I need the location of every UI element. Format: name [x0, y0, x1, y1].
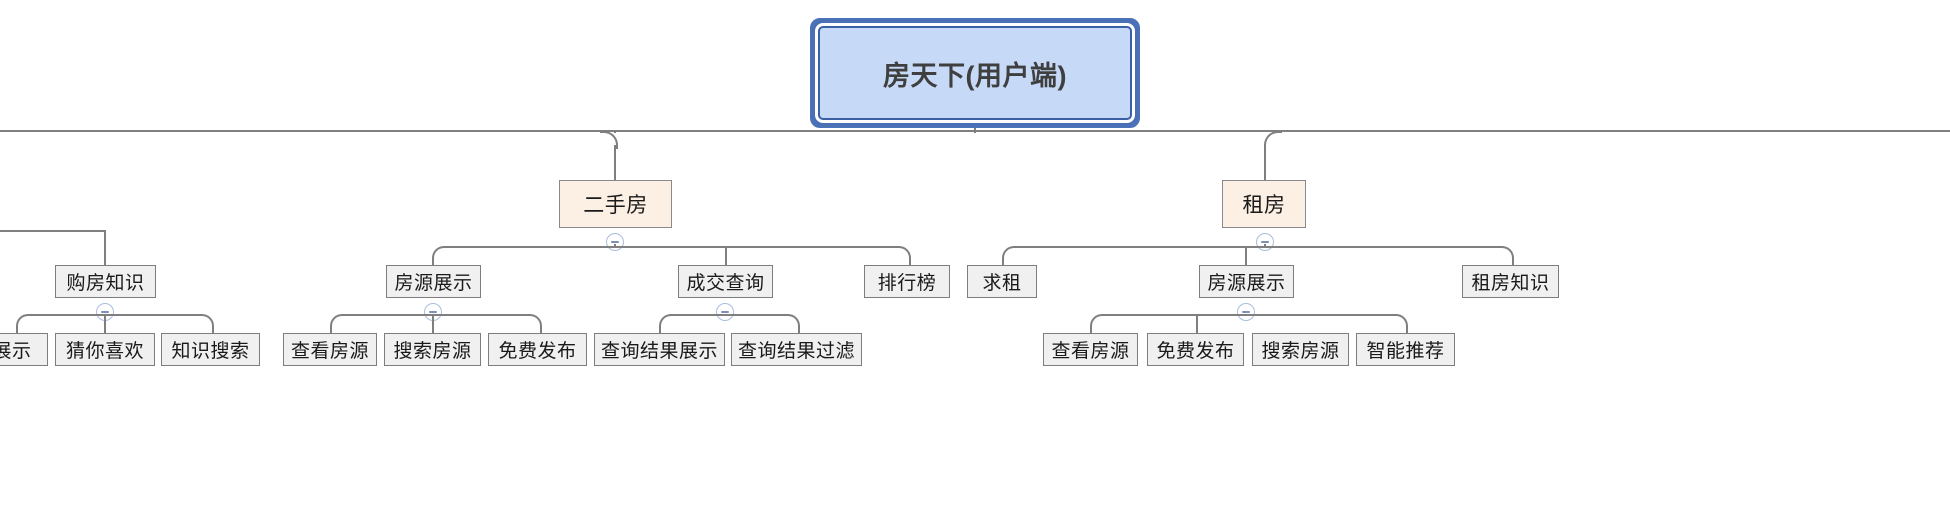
edge-stem-fangyuanzhanshi-2: [1245, 246, 1247, 266]
edge-stem-ershoufang: [614, 145, 616, 180]
bracket-fangyuanzhanshi-ershou-children: [330, 314, 542, 336]
node-chengjiaochaxun-label: 成交查询: [686, 273, 765, 294]
collapse-minus-icon: [721, 311, 729, 313]
collapse-toggle-chengjiaochaxun[interactable]: [716, 303, 734, 321]
edge-main-rail: [0, 130, 1950, 132]
node-mianfeifabu-ershou[interactable]: 免费发布: [488, 333, 587, 366]
node-zhinengtuijian[interactable]: 智能推荐: [1356, 333, 1455, 366]
node-gouFangZhiShi[interactable]: 购房知识: [55, 265, 156, 298]
node-chaxunjieguozhanshi[interactable]: 查询结果展示: [594, 333, 725, 366]
node-chaxunjieguoguolv-label: 查询结果过滤: [737, 341, 855, 362]
node-mianfeifabu-zufang-label: 免费发布: [1156, 341, 1235, 362]
edge-stem-sousuofangyuan-1: [432, 314, 434, 334]
node-chakanfangyuan-ershou[interactable]: 查看房源: [283, 333, 377, 366]
node-zhishisousuo-label: 知识搜索: [171, 341, 250, 362]
node-chakanfangyuan-ershou-label: 查看房源: [290, 341, 369, 362]
collapse-minus-icon: [429, 311, 437, 313]
edge-stem-fangyuanzhanshi-1: [725, 246, 727, 266]
node-chaxunjieguoguolv[interactable]: 查询结果过滤: [731, 333, 862, 366]
node-zhishisousuo[interactable]: 知识搜索: [161, 333, 260, 366]
collapse-minus-icon: [1261, 241, 1269, 243]
edge-stem-zufang-bracket: [1264, 244, 1266, 248]
node-zufang[interactable]: 租房: [1222, 180, 1306, 228]
collapse-minus-icon: [611, 241, 619, 243]
node-paihangbang[interactable]: 排行榜: [864, 265, 950, 298]
node-qiuzu[interactable]: 求租: [967, 265, 1037, 298]
edge-stem-zufang: [1264, 145, 1266, 180]
collapse-toggle-fangyuanzhanshi-zufang[interactable]: [1237, 303, 1255, 321]
node-ershoufang-label: 二手房: [583, 194, 648, 217]
node-ershoufang[interactable]: 二手房: [559, 180, 672, 228]
node-sousuofangyuan-ershou[interactable]: 搜索房源: [384, 333, 481, 366]
node-qiuzu-label: 求租: [982, 273, 1022, 294]
node-sousuofangyuan-zufang[interactable]: 搜索房源: [1252, 333, 1349, 366]
node-chakanfangyuan-zufang[interactable]: 查看房源: [1043, 333, 1138, 366]
node-sousuofangyuan-ershou-label: 搜索房源: [393, 341, 472, 362]
node-zufangzhishi[interactable]: 租房知识: [1462, 265, 1559, 298]
node-chengjiaochaxun[interactable]: 成交查询: [678, 265, 773, 298]
edge-stem-gouFangZhiShi: [104, 230, 106, 265]
edge-rail-left-offscreen: [0, 230, 106, 232]
root-node-label: 房天下(用户端): [883, 60, 1067, 91]
node-gouFangZhiShi-label: 购房知识: [66, 273, 145, 294]
edge-rail-tap-ershoufang: [596, 130, 602, 132]
node-chaxunjieguozhanshi-label: 查询结果展示: [600, 341, 718, 362]
node-fangyuanzhanshi-ershou[interactable]: 房源展示: [386, 265, 481, 298]
node-zufangzhishi-label: 租房知识: [1471, 273, 1550, 294]
node-mianfeifabu-ershou-label: 免费发布: [498, 341, 577, 362]
node-mianfeifabu-zufang[interactable]: 免费发布: [1147, 333, 1244, 366]
collapse-minus-icon: [1242, 311, 1250, 313]
root-node-selection-halo: [810, 18, 1140, 128]
bracket-zufang-children: [1002, 246, 1514, 268]
edge-stem-ershoufang-bracket: [614, 244, 616, 248]
node-zhanshi-label: 展示: [0, 341, 32, 362]
edge-elbow-to-ershoufang: [614, 131, 616, 133]
node-sousuofangyuan-zufang-label: 搜索房源: [1261, 341, 1340, 362]
root-node-fangtianxia[interactable]: 房天下(用户端): [812, 20, 1138, 126]
node-fangyuanzhanshi-zufang-label: 房源展示: [1207, 273, 1286, 294]
edge-stem-mianfeifabu-2: [1196, 314, 1198, 334]
bracket-ershoufang-children: [432, 246, 911, 268]
node-fangyuanzhanshi-zufang[interactable]: 房源展示: [1199, 265, 1294, 298]
node-paihangbang-label: 排行榜: [877, 273, 937, 294]
node-chakanfangyuan-zufang-label: 查看房源: [1051, 341, 1130, 362]
edge-curve-zufang: [1264, 131, 1282, 149]
node-fangyuanzhanshi-ershou-label: 房源展示: [394, 273, 473, 294]
node-cainixihuan[interactable]: 猜你喜欢: [55, 333, 155, 366]
bracket-chengjiaochaxun-children: [659, 314, 800, 336]
edge-stem-caiNiXiHuan: [104, 314, 106, 334]
node-zufang-label: 租房: [1242, 194, 1286, 217]
bracket-fangyuanzhanshi-zufang-children: [1090, 314, 1408, 336]
bracket-goufangzhishi-children: [16, 314, 214, 336]
node-cainixihuan-label: 猜你喜欢: [65, 341, 144, 362]
edge-curve-ershoufang: [600, 131, 618, 149]
collapse-minus-icon: [101, 311, 109, 313]
node-zhinengtuijian-label: 智能推荐: [1366, 341, 1445, 362]
node-zhanshi[interactable]: 展示: [0, 333, 48, 366]
